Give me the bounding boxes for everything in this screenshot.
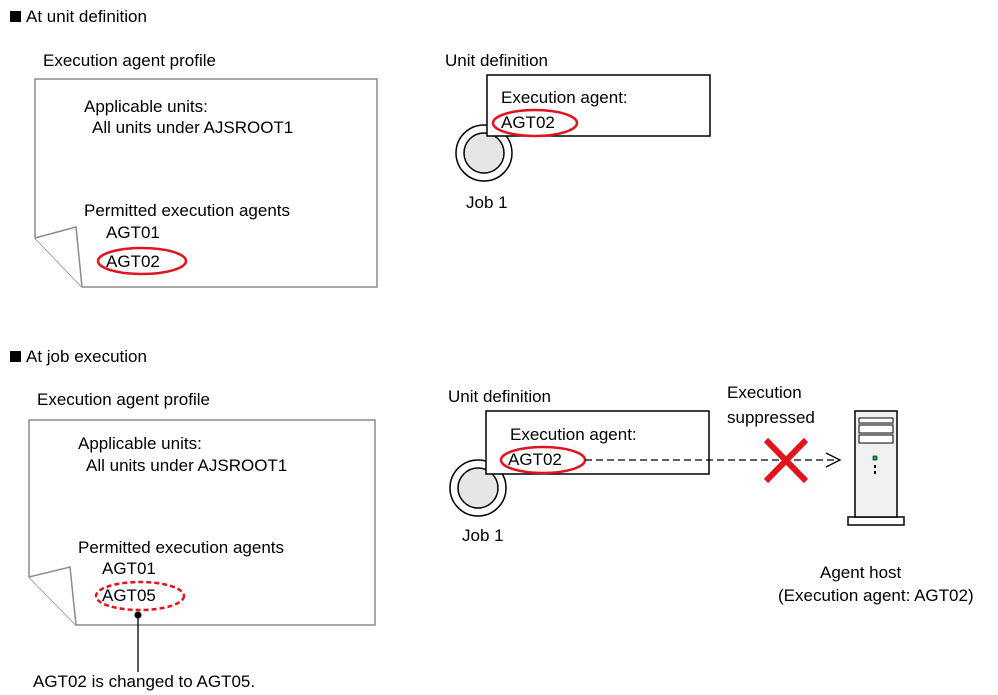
job-label: Job 1 <box>466 193 508 212</box>
section-heading-job-execution: At job execution <box>10 347 147 367</box>
applicable-units-value: All units under AJSROOT1 <box>92 118 294 137</box>
execution-agent-label: Execution agent: <box>501 88 628 107</box>
profile-document-1-fold <box>34 226 83 288</box>
execution-agent-label: Execution agent: <box>510 425 637 444</box>
unit-definition-title: Unit definition <box>445 51 549 70</box>
execution-suppressed-label: Execution <box>727 383 802 402</box>
applicable-units-label: Applicable units: <box>84 97 208 116</box>
applicable-units-value: All units under AJSROOT1 <box>86 456 288 475</box>
change-pointer-dot <box>134 611 142 619</box>
agent-host-sublabel: (Execution agent: AGT02) <box>778 586 974 605</box>
square-bullet-icon <box>10 11 21 22</box>
applicable-units-label: Applicable units: <box>78 434 202 453</box>
square-bullet-icon <box>10 351 21 362</box>
permitted-agent-item: AGT01 <box>102 559 156 578</box>
agt05-dashed-ellipse <box>94 580 186 612</box>
permitted-agents-label: Permitted execution agents <box>84 201 291 220</box>
profile-document-2-fold <box>28 566 77 626</box>
permitted-agent-item: AGT02 <box>106 252 160 271</box>
job-icon-1 <box>455 124 513 182</box>
profile-document-1 <box>34 78 378 288</box>
execution-agent-value: AGT02 <box>501 113 555 132</box>
section-heading-unit-definition: At unit definition <box>10 7 147 27</box>
agt02-highlight-ellipse <box>96 246 188 276</box>
profile-title: Execution agent profile <box>37 390 210 409</box>
arrow-head-icon <box>825 452 842 468</box>
job-label: Job 1 <box>462 526 504 545</box>
unit-definition-box-2 <box>485 410 710 475</box>
section-heading-text: At job execution <box>26 347 147 366</box>
agent-host-label: Agent host <box>820 563 902 582</box>
unit-definition-title: Unit definition <box>448 387 552 406</box>
profile-title: Execution agent profile <box>43 51 216 70</box>
change-note: AGT02 is changed to AGT05. <box>33 672 256 691</box>
agt02-unit-highlight-ellipse <box>491 108 579 138</box>
unit-definition-box-1 <box>486 74 711 137</box>
permitted-agent-item: AGT05 <box>102 586 156 605</box>
profile-document-2 <box>28 419 376 626</box>
server-icon <box>847 410 905 526</box>
suppressed-cross-icon <box>763 437 809 484</box>
permitted-agents-label: Permitted execution agents <box>78 538 285 557</box>
section-heading-text: At unit definition <box>26 7 147 26</box>
execution-suppressed-label: suppressed <box>727 408 815 427</box>
execution-agent-value: AGT02 <box>508 450 562 469</box>
permitted-agent-item: AGT01 <box>106 223 160 242</box>
